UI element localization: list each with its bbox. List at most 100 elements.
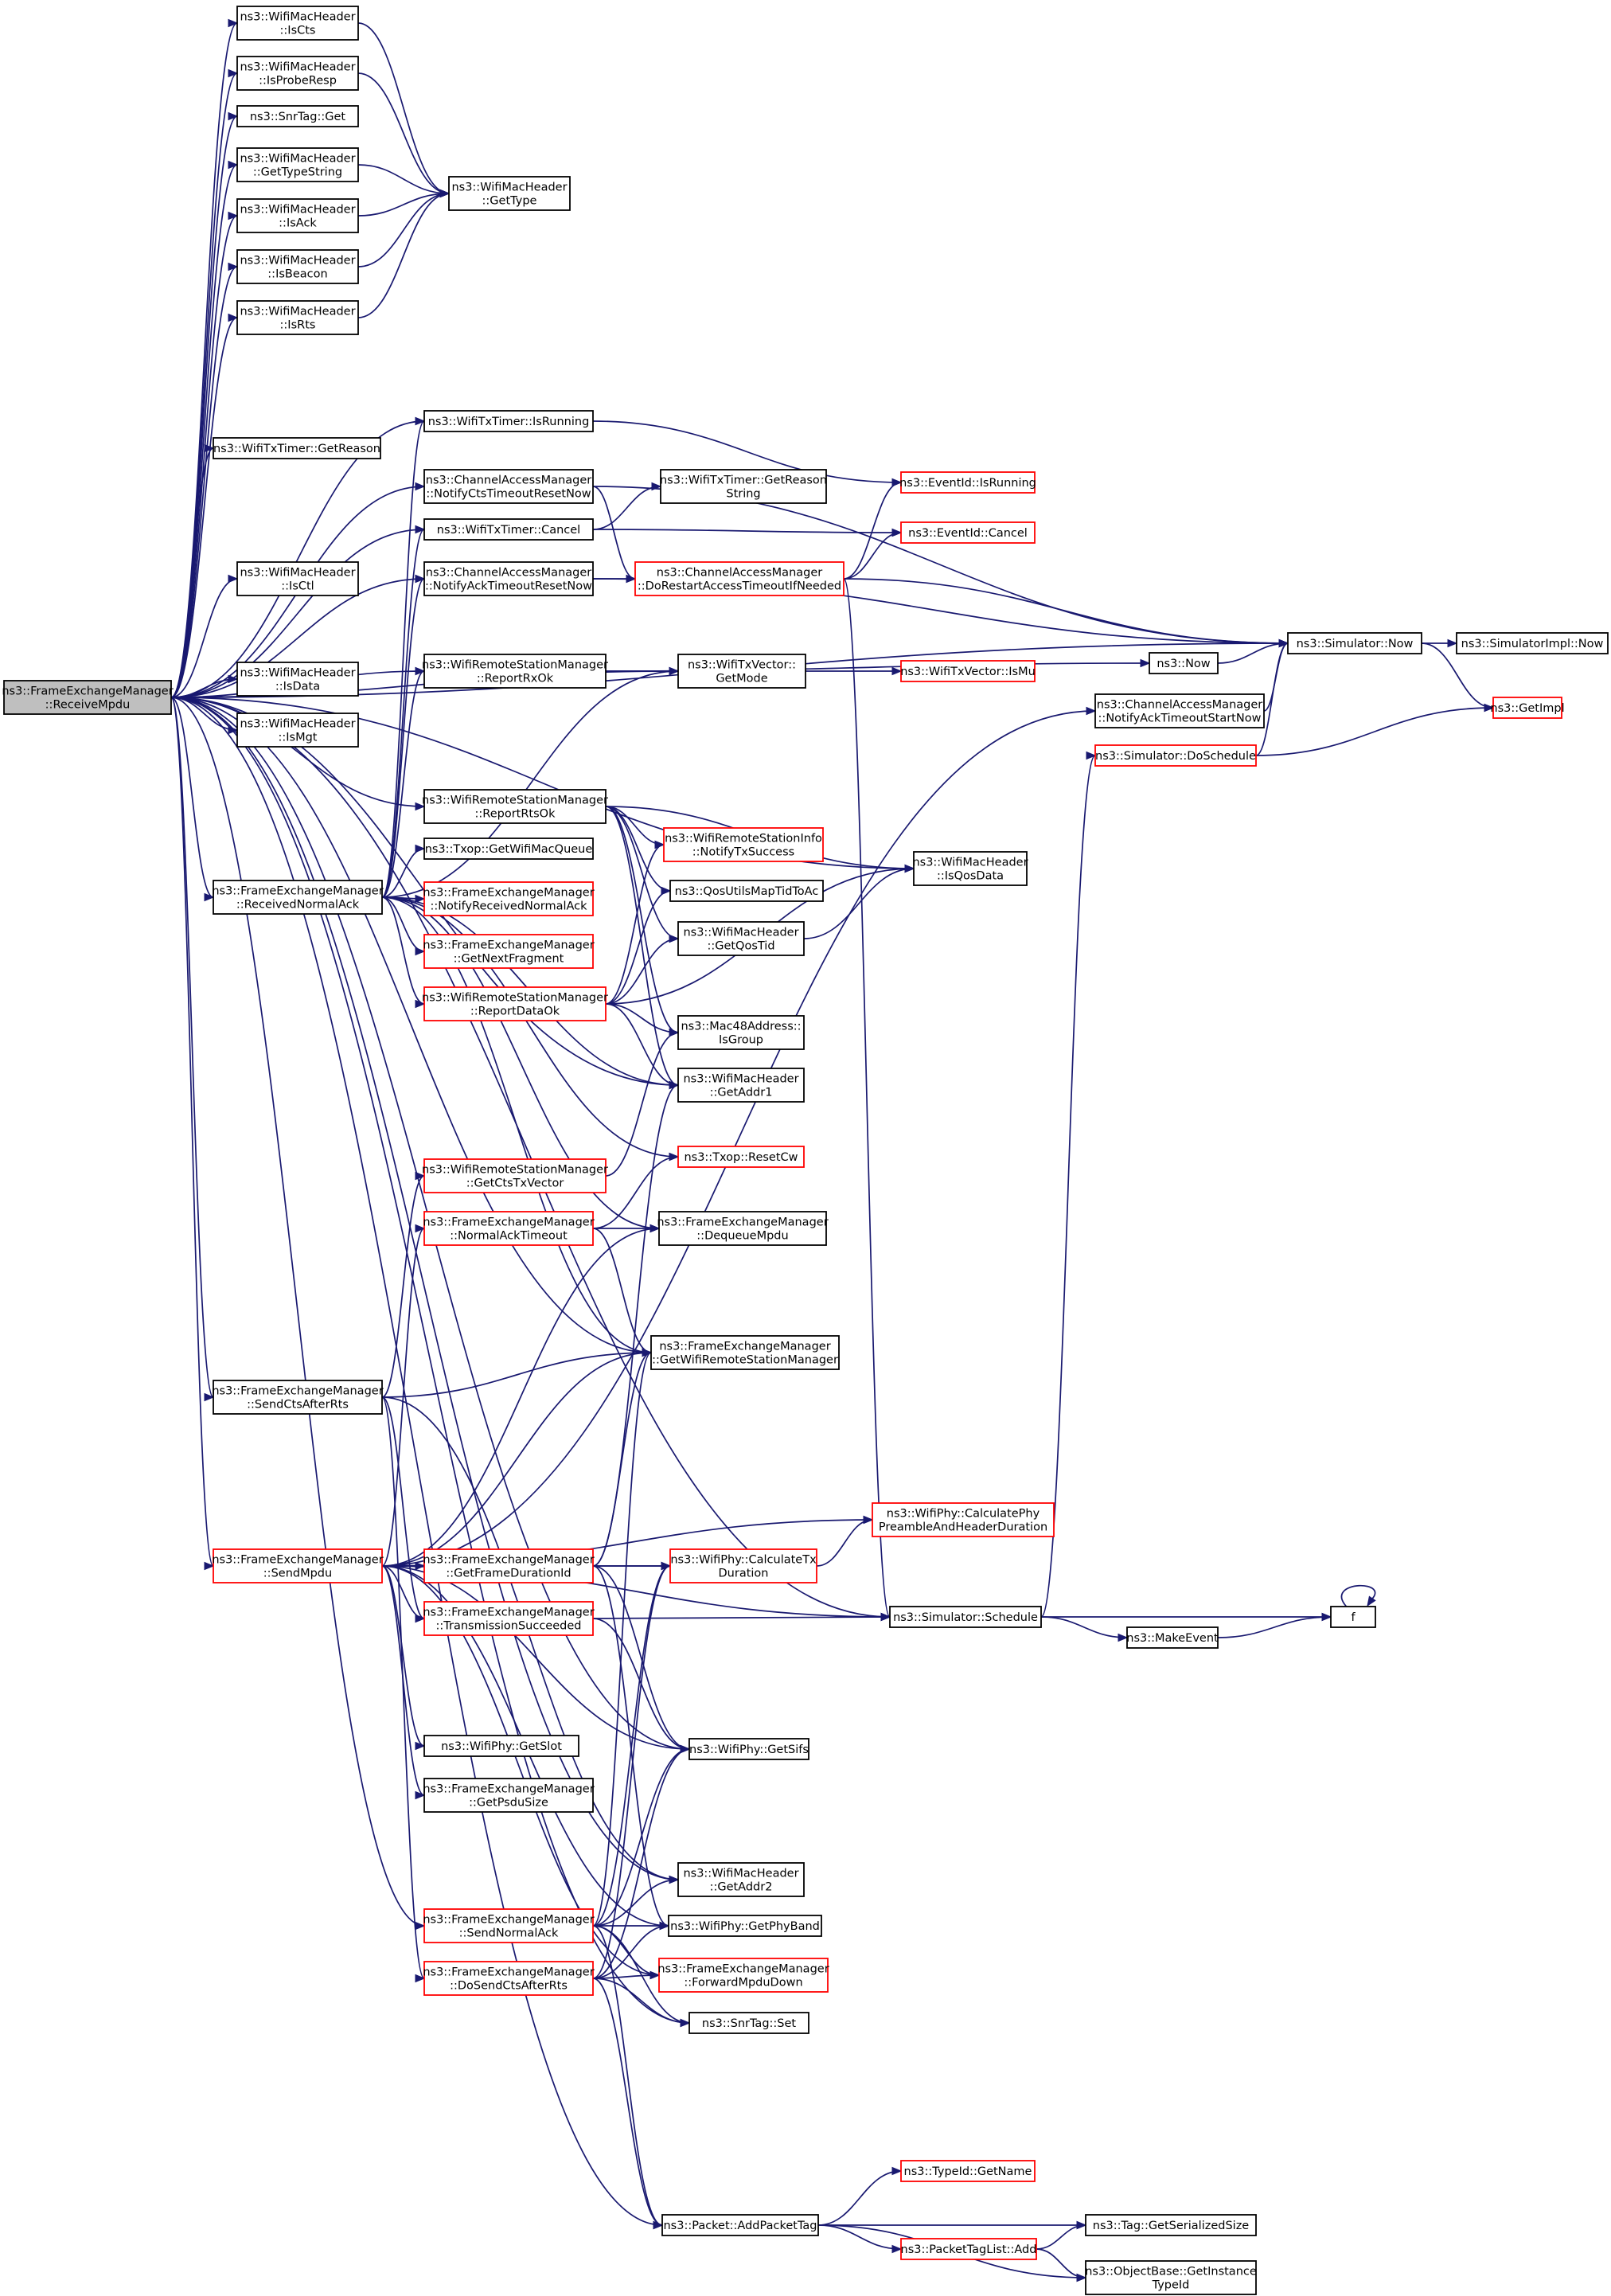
node-isMu[interactable]: ns3::WifiTxVector::IsMu (900, 660, 1036, 682)
edge-line (170, 115, 238, 698)
node-macIsGroup[interactable]: ns3::Mac48Address::IsGroup (677, 1015, 805, 1050)
node-getAddr1[interactable]: ns3::WifiMacHeader::GetAddr1 (677, 1068, 805, 1103)
node-getWifiMacQueue[interactable]: ns3::Txop::GetWifiMacQueue (423, 838, 594, 860)
edge-line (592, 529, 902, 533)
edge-arrowhead (654, 840, 665, 849)
node-eventCancel[interactable]: ns3::EventId::Cancel (900, 521, 1036, 544)
node-label-line: ::GetNextFragment (454, 953, 564, 966)
node-addPacketTag[interactable]: ns3::Packet::AddPacketTag (661, 2214, 819, 2236)
node-isCtl[interactable]: ns3::WifiMacHeader::IsCtl (236, 561, 359, 596)
node-calcPreamble[interactable]: ns3::WifiPhy::CalculatePhyPreambleAndHea… (872, 1502, 1055, 1537)
node-getPhyBand[interactable]: ns3::WifiPhy::GetPhyBand (668, 1915, 822, 1937)
node-receivedNormalAck[interactable]: ns3::FrameExchangeManager::ReceivedNorma… (212, 880, 384, 915)
edge-doSchedule-to-simNow (1255, 638, 1289, 756)
node-simNow[interactable]: ns3::Simulator::Now (1287, 632, 1422, 654)
node-getWifiRsm[interactable]: ns3::FrameExchangeManager::GetWifiRemote… (650, 1335, 840, 1370)
edge-line (357, 164, 450, 194)
node-box (1149, 652, 1219, 674)
node-sendCtsAfterRts[interactable]: ns3::FrameExchangeManager::SendCtsAfterR… (212, 1380, 384, 1415)
node-getFrameDurationId[interactable]: ns3::FrameExchangeManager::GetFrameDurat… (423, 1548, 595, 1583)
node-ns3Now[interactable]: ns3::Now (1149, 652, 1219, 674)
node-snrGet[interactable]: ns3::SnrTag::Get (236, 105, 359, 127)
edge-arrowhead (891, 2244, 903, 2254)
node-getAddr2[interactable]: ns3::WifiMacHeader::GetAddr2 (677, 1862, 805, 1897)
node-box (423, 934, 594, 969)
node-forwardMpduDown[interactable]: ns3::FrameExchangeManager::ForwardMpduDo… (657, 1958, 829, 1993)
node-getPsduSize[interactable]: ns3::FrameExchangeManager::GetPsduSize (423, 1778, 595, 1813)
edge-calcTxDuration-to-calcPreamble (816, 1515, 874, 1567)
node-simSchedule[interactable]: ns3::Simulator::Schedule (889, 1606, 1042, 1628)
node-reportDataOk[interactable]: ns3::WifiRemoteStationManager::ReportDat… (422, 986, 608, 1021)
node-label-line: ns3::FrameExchangeManager (423, 1914, 594, 1927)
node-getTypeString[interactable]: ns3::WifiMacHeader::GetTypeString (236, 147, 359, 182)
node-simImplNow[interactable]: ns3::SimulatorImpl::Now (1456, 632, 1609, 654)
node-timerCancel[interactable]: ns3::WifiTxTimer::Cancel (423, 518, 594, 541)
node-box (872, 1502, 1055, 1537)
node-isProbeResp[interactable]: ns3::WifiMacHeader::IsProbeResp (236, 56, 359, 91)
edge-sendNormalAck-to-getAddr2 (592, 1875, 680, 1927)
node-timerIsRunning[interactable]: ns3::WifiTxTimer::IsRunning (423, 410, 594, 432)
edge-line (605, 1032, 679, 1177)
node-label-line: ns3::FrameExchangeManager (657, 1216, 828, 1229)
node-getCtsTxVector[interactable]: ns3::WifiRemoteStationManager::GetCtsTxV… (422, 1158, 608, 1193)
edge-addPacketTag-to-packetTagListAdd (817, 2224, 903, 2254)
node-getSlot[interactable]: ns3::WifiPhy::GetSlot (423, 1735, 579, 1757)
node-typeIdGetName[interactable]: ns3::TypeId::GetName (900, 2160, 1036, 2182)
node-doRestart[interactable]: ns3::ChannelAccessManager::DoRestartAcce… (634, 561, 845, 596)
node-doSendCtsAfterRts[interactable]: ns3::FrameExchangeManager::DoSendCtsAfte… (423, 1961, 595, 1996)
node-getQosTid[interactable]: ns3::WifiMacHeader::GetQosTid (677, 921, 805, 956)
edge-sendMpdu-to-normalAckTimeout (381, 1224, 426, 1567)
edge-sendMpdu-to-transmissionSucceeded (381, 1565, 426, 1623)
node-isCts[interactable]: ns3::WifiMacHeader::IsCts (236, 6, 359, 41)
node-box (236, 105, 359, 127)
node-getNextFragment[interactable]: ns3::FrameExchangeManager::GetNextFragme… (423, 934, 595, 969)
node-notifyCtsReset[interactable]: ns3::ChannelAccessManager::NotifyCtsTime… (423, 469, 594, 504)
node-notifyAckStart[interactable]: ns3::ChannelAccessManager::NotifyAckTime… (1094, 693, 1265, 728)
node-label-line: ns3::ChannelAccessManager (426, 474, 592, 487)
node-label-line: ::NotifyAckTimeoutResetNow (425, 580, 592, 593)
node-label-line: ::DoSendCtsAfterRts (450, 1980, 568, 1993)
node-isData[interactable]: ns3::WifiMacHeader::IsData (236, 662, 359, 697)
node-isBeacon[interactable]: ns3::WifiMacHeader::IsBeacon (236, 249, 359, 284)
node-root[interactable]: ns3::FrameExchangeManager::ReceiveMpdu (2, 680, 174, 715)
node-label-line: ::NotifyAckTimeoutStartNow (1098, 713, 1262, 725)
node-sendMpdu[interactable]: ns3::FrameExchangeManager::SendMpdu (212, 1548, 384, 1583)
node-doSchedule[interactable]: ns3::Simulator::DoSchedule (1094, 744, 1257, 767)
node-tagGetSerializedSize[interactable]: ns3::Tag::GetSerializedSize (1085, 2214, 1257, 2236)
node-box (423, 654, 607, 689)
node-reportRtsOk[interactable]: ns3::WifiRemoteStationManager::ReportRts… (422, 789, 608, 824)
node-transmissionSucceeded[interactable]: ns3::FrameExchangeManager::TransmissionS… (423, 1601, 595, 1636)
node-timerGetReason[interactable]: ns3::WifiTxTimer::GetReason (213, 437, 381, 459)
node-normalAckTimeout[interactable]: ns3::FrameExchangeManager::NormalAckTime… (423, 1211, 595, 1246)
node-isRts[interactable]: ns3::WifiMacHeader::IsRts (236, 300, 359, 335)
node-isAck[interactable]: ns3::WifiMacHeader::IsAck (236, 198, 359, 233)
node-box (658, 1958, 829, 1993)
node-notifyAckReset[interactable]: ns3::ChannelAccessManager::NotifyAckTime… (423, 561, 594, 596)
node-label-line: ns3::WifiMacHeader (240, 567, 355, 580)
node-dequeueMpdu[interactable]: ns3::FrameExchangeManager::DequeueMpdu (657, 1211, 829, 1246)
edges-layer (170, 18, 1495, 2282)
node-qosUtils[interactable]: ns3::QosUtilsMapTidToAc (669, 880, 824, 902)
node-notifyTxSuccess[interactable]: ns3::WifiRemoteStationInfo::NotifyTxSucc… (663, 827, 824, 862)
node-resetCw[interactable]: ns3::Txop::ResetCw (677, 1146, 805, 1168)
node-label-line: ::IsAck (279, 217, 317, 230)
node-getSifs[interactable]: ns3::WifiPhy::GetSifs (688, 1738, 809, 1760)
node-reportRxOk[interactable]: ns3::WifiRemoteStationManager::ReportRxO… (422, 654, 608, 689)
node-isMgt[interactable]: ns3::WifiMacHeader::IsMgt (236, 713, 359, 748)
edge-line (381, 1396, 425, 1619)
node-getType[interactable]: ns3::WifiMacHeader::GetType (448, 176, 571, 211)
node-getImpl[interactable]: ns3::GetImpl (1490, 697, 1565, 719)
node-notifyReceivedNormalAck[interactable]: ns3::FrameExchangeManager::NotifyReceive… (423, 881, 595, 916)
node-sendNormalAck[interactable]: ns3::FrameExchangeManager::SendNormalAck (423, 1908, 595, 1943)
node-isQosData[interactable]: ns3::WifiMacHeader::IsQosData (912, 851, 1028, 886)
node-makeEvent[interactable]: ns3::MakeEvent (1126, 1626, 1219, 1649)
node-snrSet[interactable]: ns3::SnrTag::Set (688, 2012, 809, 2034)
node-getMode[interactable]: ns3::WifiTxVector::GetMode (677, 654, 806, 689)
node-packetTagListAdd[interactable]: ns3::PacketTagList::Add (900, 2238, 1037, 2260)
node-f[interactable]: f (1330, 1606, 1376, 1628)
node-eventIsRunning[interactable]: ns3::EventId::IsRunning (899, 471, 1036, 494)
edge-line (1255, 642, 1289, 756)
